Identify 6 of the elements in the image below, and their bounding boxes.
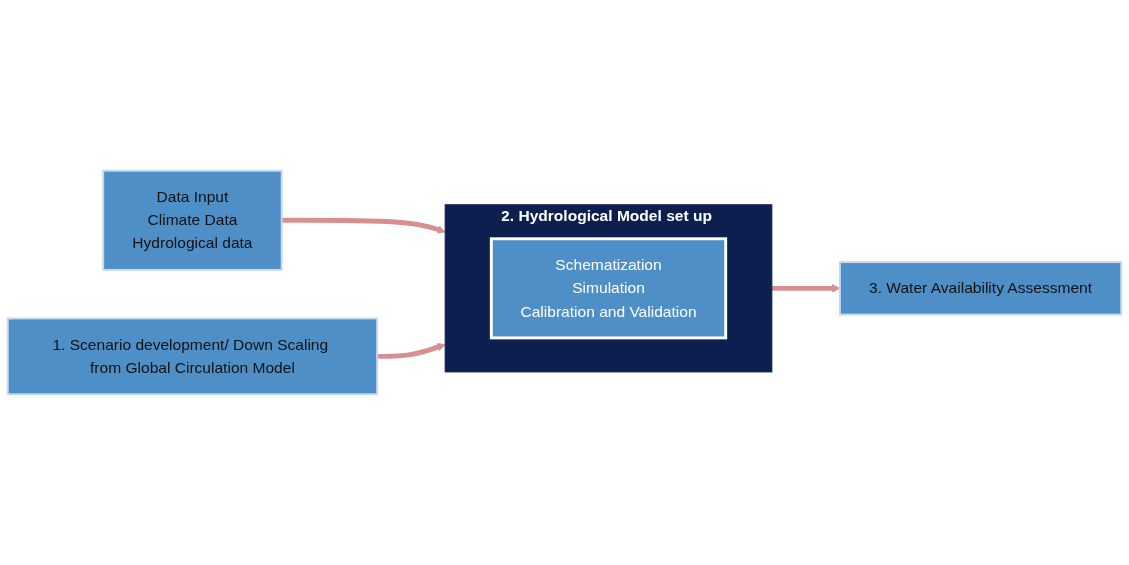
node-box: 3. Water Availability Assessment — [838, 261, 1123, 316]
arrow — [377, 343, 446, 359]
node-box: 1. Scenario development/ Down Scaling from Global Circulation Model — [6, 317, 379, 396]
node-box: Data Input Climate Data Hydrological data — [102, 169, 283, 271]
arrow — [281, 217, 446, 234]
node-box: Schematization Simulation Calibration and Validation — [489, 237, 728, 340]
